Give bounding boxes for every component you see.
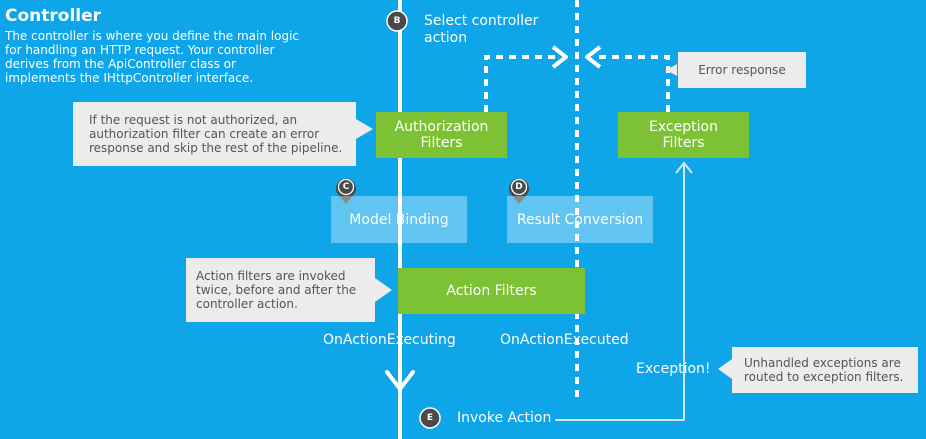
- note-pointer-exceptions: [718, 359, 732, 379]
- select-controller-action-label: Select controller action: [424, 13, 539, 46]
- on-action-executed-label: OnActionExecuted: [500, 332, 629, 348]
- badge-e-icon: [419, 407, 441, 429]
- arrow-right-icon: [551, 45, 568, 69]
- badge-b-icon: [386, 10, 408, 32]
- badge-b-label: B: [393, 16, 401, 26]
- badge-c-label: C: [342, 182, 350, 192]
- arrow-left-icon: [585, 45, 602, 69]
- exception-filters-box: Exception Filters: [618, 112, 749, 158]
- exception-label: Exception!: [636, 361, 711, 377]
- authorization-filters-box: Authorization Filters: [376, 112, 507, 158]
- authorization-note: If the request is not authorized, an aut…: [73, 102, 356, 166]
- page-title: Controller: [5, 6, 102, 26]
- badge-c-icon: [336, 178, 356, 204]
- badge-e-label: E: [426, 413, 434, 423]
- exceptions-note: Unhandled exceptions are routed to excep…: [732, 347, 918, 393]
- note-pointer-error-response: [666, 64, 677, 76]
- authorization-error-path: [484, 55, 559, 112]
- badge-d-label: D: [515, 182, 523, 192]
- badge-d-icon: [509, 178, 529, 204]
- model-binding-box: Model Binding: [331, 196, 467, 243]
- invoke-action-label: Invoke Action: [457, 410, 552, 426]
- down-arrow-icon: [385, 370, 415, 391]
- exception-route-line: [555, 164, 685, 421]
- action-filters-box: Action Filters: [398, 268, 585, 314]
- page-description: The controller is where you define the m…: [5, 29, 300, 85]
- arrow-up-icon: [675, 161, 693, 174]
- action-filters-note: Action filters are invoked twice, before…: [186, 258, 375, 322]
- result-conversion-box: Result Conversion: [507, 196, 653, 243]
- exception-error-path: [594, 55, 670, 112]
- note-pointer-action-filters: [375, 278, 392, 302]
- on-action-executing-label: OnActionExecuting: [323, 332, 456, 348]
- error-response-note: Error response: [678, 52, 806, 88]
- note-pointer-authorization: [356, 119, 373, 139]
